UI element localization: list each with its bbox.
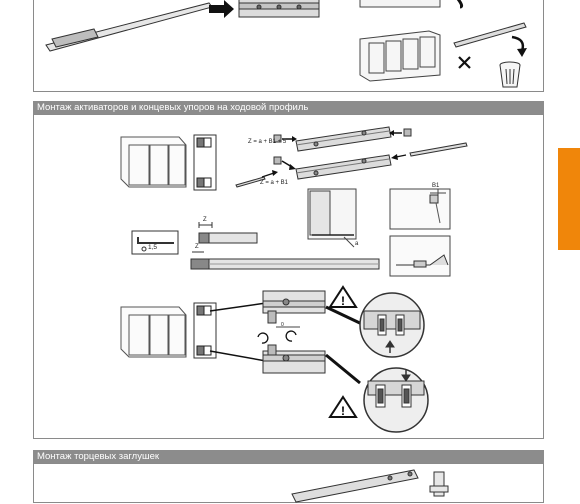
dim-z-label-2: Z (195, 244, 199, 250)
warning-icon: ! (328, 395, 358, 418)
trash-bin-icon (499, 61, 521, 88)
formula-bottom: Z = a + B1 (260, 180, 289, 186)
hex-key-size-label: 1,5 (148, 244, 158, 251)
hex-key-icon (131, 230, 179, 255)
end-caps-illustration-panel (33, 463, 544, 503)
cross-mark-icon (458, 56, 471, 69)
top-illustration-panel (33, 0, 544, 92)
section-tab-marker (558, 148, 580, 250)
dim-b1-label: B1 (432, 183, 440, 189)
svg-text:!: ! (341, 294, 345, 308)
rotate-arrow-icon (257, 330, 297, 344)
dim-z-label-1: Z (203, 217, 207, 223)
section-header-activators: Монтаж активаторов и концевых упоров на … (33, 101, 544, 114)
angle-label: 0 (281, 322, 284, 328)
section-header-end-caps: Монтаж торцевых заглушек (33, 450, 544, 463)
warning-icon: ! (328, 285, 358, 308)
formula-top: Z = a + B1 + 5 (248, 139, 287, 145)
activators-illustration-panel: ! ! (33, 114, 544, 439)
dim-a-label: a (355, 241, 359, 247)
svg-text:!: ! (341, 404, 345, 418)
